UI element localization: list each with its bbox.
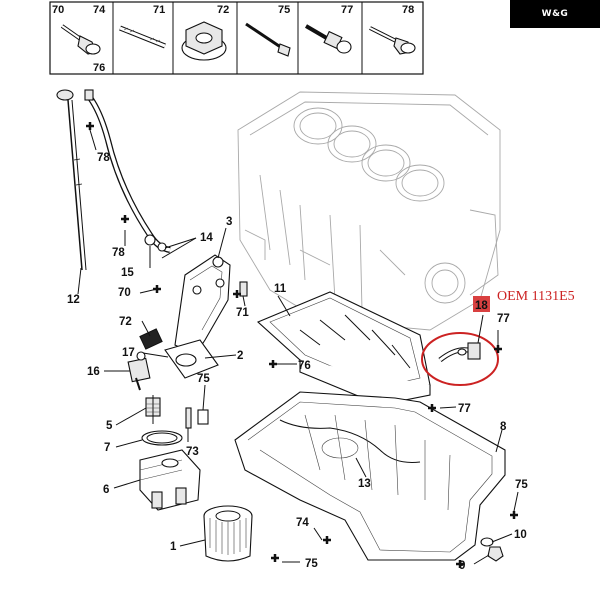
brand-logo: W&G xyxy=(510,0,600,28)
callout-72: 72 xyxy=(119,316,132,328)
header-label-71: 71 xyxy=(153,4,165,16)
callout-16: 16 xyxy=(87,366,100,378)
callout-74: 74 xyxy=(296,517,309,529)
callout-12: 12 xyxy=(67,294,80,306)
callout-7: 7 xyxy=(104,442,110,454)
callout-5: 5 xyxy=(106,420,113,432)
callout-14: 14 xyxy=(200,232,213,244)
pump-nipple xyxy=(141,395,183,446)
sensor-washer-icon xyxy=(136,351,146,361)
callout-75-b: 75 xyxy=(515,479,528,491)
callout-77: 77 xyxy=(458,403,471,415)
drain-washer-icon xyxy=(480,537,494,547)
oem-number-label: OEM 1131E5 xyxy=(497,289,575,304)
flange-bolt-icon xyxy=(60,24,101,55)
flange-bolt-long-icon xyxy=(369,26,416,55)
callout-73: 73 xyxy=(186,446,199,458)
fastener-markers xyxy=(86,122,518,568)
flange-nut-icon xyxy=(181,21,227,61)
callout-78-b: 78 xyxy=(112,247,125,259)
leader-lines xyxy=(77,129,519,565)
brand-logo-text: W&G xyxy=(541,9,569,19)
callout-1: 1 xyxy=(170,541,177,553)
shouldered-bolt-icon xyxy=(304,24,352,54)
dipstick-assembly xyxy=(56,89,171,271)
callout-78: 78 xyxy=(97,152,110,164)
callout-6: 6 xyxy=(103,484,109,496)
long-bolt-icon xyxy=(245,22,291,57)
callout-2: 2 xyxy=(237,350,243,362)
callout-70: 70 xyxy=(118,287,131,299)
oil-baffle-plate xyxy=(256,291,431,406)
bolt-72-icon xyxy=(139,328,163,350)
callout-75: 75 xyxy=(197,373,210,385)
oil-pan xyxy=(234,391,506,562)
header-label-72: 72 xyxy=(217,4,229,16)
callout-13: 13 xyxy=(358,478,371,490)
callout-9: 9 xyxy=(459,560,465,572)
callout-71: 71 xyxy=(236,307,249,319)
callout-10: 10 xyxy=(514,529,527,541)
callout-76: 76 xyxy=(298,360,311,372)
callout-17: 17 xyxy=(122,347,135,359)
drain-plug-icon xyxy=(487,546,504,562)
header-label-77: 77 xyxy=(341,4,353,16)
oil-filter-bracket xyxy=(139,254,231,379)
callout-11: 11 xyxy=(274,283,287,295)
fastener-header-strip: 70 74 76 71 72 75 77 78 xyxy=(49,1,424,75)
part-18-badge xyxy=(473,296,490,312)
oil-pressure-sensor xyxy=(127,351,151,391)
header-label-76: 76 xyxy=(93,62,105,74)
stud-icon xyxy=(119,25,166,49)
oil-pickup-tube xyxy=(421,332,499,386)
callout-15: 15 xyxy=(121,267,134,279)
header-label-74: 74 xyxy=(93,4,106,16)
header-label-70: 70 xyxy=(52,4,64,16)
callout-75-c: 75 xyxy=(305,558,318,570)
callout-3: 3 xyxy=(226,216,232,228)
o-ring-icon xyxy=(144,234,156,246)
header-label-75: 75 xyxy=(278,4,290,16)
header-label-78: 78 xyxy=(402,4,414,16)
pickup-flange-icon xyxy=(467,342,481,360)
callout-18: 18 xyxy=(475,300,488,312)
callout-77-b: 77 xyxy=(497,313,510,325)
highlight-circle xyxy=(421,332,499,386)
oil-cooler-block xyxy=(139,449,201,511)
oil-filter xyxy=(203,505,253,562)
callouts: 78 12 14 3 78 15 70 72 17 16 2 5 7 6 1 7… xyxy=(67,152,575,572)
callout-8: 8 xyxy=(500,421,507,433)
dipstick-handle-icon xyxy=(56,89,74,101)
